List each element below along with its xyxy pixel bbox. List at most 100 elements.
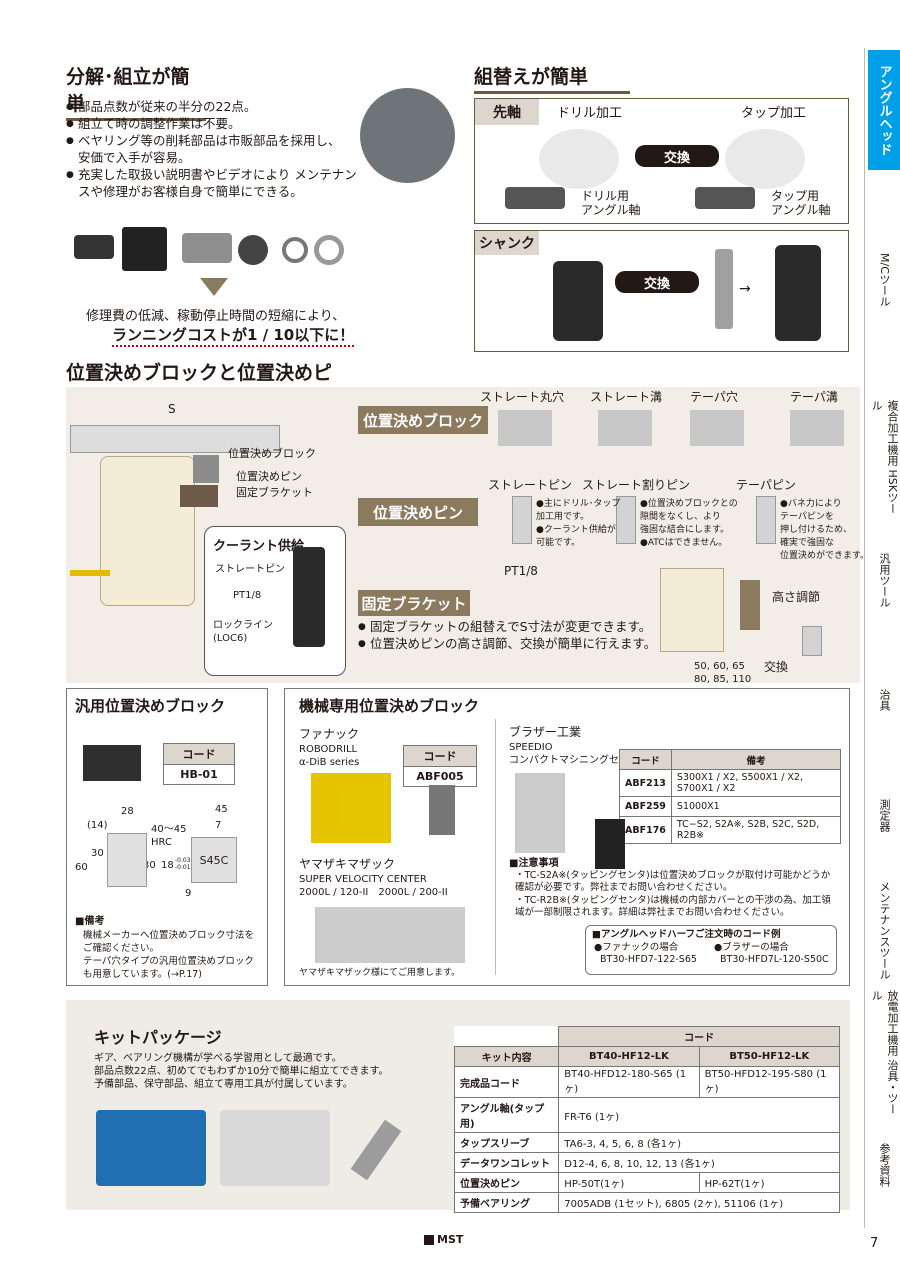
table-cell: BT40-HFD12-180-S65 (1ヶ) — [558, 1066, 700, 1098]
drill-axis-image — [505, 187, 565, 209]
mazak-label: ヤマザキマザック — [299, 857, 396, 871]
caution-item: ・TC-S2A※(タッピングセンタ)は位置決めブロックが取付け可能かどうか確認が… — [515, 870, 831, 893]
pin-type: テーパピン — [736, 478, 796, 492]
table-header: コード — [163, 743, 235, 765]
table-cell: TC−S2, S2A※, S2B, S2C, S2D, R2B※ — [670, 816, 842, 844]
coolant-head-image — [293, 547, 325, 647]
sidebar-item-angle-head[interactable]: アングルヘッド — [868, 50, 900, 170]
coolant-label: ロックライン — [213, 620, 273, 631]
table-cell: S1000X1 — [670, 796, 842, 817]
table-cell: 7005ADB (1セット), 6805 (2ヶ), 51106 (1ヶ) — [558, 1192, 840, 1213]
worker-photo — [360, 88, 455, 183]
table-header: コード — [619, 749, 672, 770]
straight-pin-image — [512, 496, 532, 544]
parts-illustration — [70, 225, 350, 275]
coolant-label: PT1/8 — [233, 590, 262, 601]
list-item: 位置決めピンの高さ調節、交換が簡単に行えます。 — [358, 635, 658, 653]
table-cell: ABF005 — [403, 766, 477, 787]
brother-model: SPEEDIO コンパクトマシニングセンタ — [509, 742, 639, 766]
block-type-image — [598, 410, 652, 446]
exchange-label: 交換 — [764, 660, 789, 674]
table-cell: ABF259 — [619, 796, 672, 817]
s-values: 50, 60, 65 80, 85, 110 — [694, 661, 752, 685]
coolant-label: (LOC6) — [213, 633, 248, 644]
pin-note: ●バネ力により テーパピンを 押し付けるため、 確実で強固な 位置決めができます… — [780, 499, 870, 561]
block-front-drawing — [107, 833, 147, 887]
order-example-box: ■アングルヘッドハーフご注文時のコード例 ●ファナックの場合 BT30-HFD7… — [585, 925, 837, 975]
order-fanuc: ●ファナックの場合 — [594, 942, 679, 953]
hb01-image — [83, 745, 141, 781]
table-header: 備考 — [670, 749, 842, 770]
list-item: 機械メーカーへ位置決めブロック寸法をご確認ください。 — [83, 930, 255, 954]
coolant-panel: クーラント供給 ストレートピン PT1/8 ロックライン (LOC6) — [204, 526, 346, 676]
bracket-pin-drawing — [740, 580, 760, 630]
sidebar-item-label: 参考資料 — [878, 1143, 891, 1187]
logo-text: MST — [437, 1233, 464, 1246]
machine-block-title: 機械専用位置決めブロック — [299, 697, 480, 715]
sidebar-item-edm[interactable]: 放電加工機用 治具・ツール — [868, 990, 900, 1120]
sidebar-item-label: 測定器 — [878, 798, 891, 832]
bracket-bullets: 固定ブラケットの組替えでS寸法が変更できます。 位置決めピンの高さ調節、交換が簡… — [358, 618, 658, 653]
table-cell: 予備ベアリング — [453, 1192, 560, 1213]
sidebar-item-general-tool[interactable]: 汎用ツール — [868, 545, 900, 615]
sidebar-item-hsk[interactable]: 複合加工機用 HSKツール — [868, 400, 900, 520]
kit-bullets: ギア、ベアリング機構が学べる学習用として最適です。 部品点数22点、初めてでもわ… — [94, 1052, 424, 1091]
table-cell: TA6-3, 4, 5, 6, 8 (各1ヶ) — [558, 1132, 840, 1153]
bracket-drawing — [180, 485, 218, 507]
block-type: ストレート丸穴 — [480, 390, 565, 404]
drill-axis-label: ドリル用 アングル軸 — [581, 189, 641, 217]
order-brother-code: BT30-HFD7L-120-S50C — [720, 954, 829, 965]
spindle-shape — [70, 425, 280, 453]
mazak-note: ヤマザキマザック様にてご用意します。 — [299, 968, 461, 978]
dim-label: 28 — [121, 806, 134, 817]
drill-bit-drawing — [70, 570, 110, 576]
list-item: 充実した取扱い説明書やビデオにより メンテナンスや修理がお客様自身で簡単にできる… — [66, 166, 366, 200]
table-cell: HB-01 — [163, 764, 235, 785]
sidebar-item-jig[interactable]: 治具 — [868, 680, 900, 720]
abf-image — [595, 819, 625, 869]
block-type: テーパ穴 — [690, 390, 738, 404]
bracket-box: 固定ブラケット — [358, 590, 470, 616]
sidebar-item-maintenance[interactable]: メンテナンスツール — [868, 880, 900, 980]
dim-label: 60 — [75, 862, 88, 873]
angle-head-drawing — [100, 456, 195, 606]
divider — [495, 719, 496, 975]
block-type-image — [790, 410, 844, 446]
table-cell: HP-62T(1ヶ) — [698, 1172, 841, 1193]
sidebar-item-reference[interactable]: 参考資料 — [868, 1130, 900, 1200]
cost-highlight: ランニングコストが1 / 10以下に！ — [112, 324, 355, 347]
sidebar-item-label: アングルヘッド — [876, 64, 892, 156]
tolerance: -0.03 -0.01 — [175, 857, 191, 871]
machine-block-panel: 機械専用位置決めブロック ファナック ROBODRILL α-DiB serie… — [284, 688, 850, 986]
pin-type: ストレート割りピン — [582, 478, 691, 492]
sidebar-item-measure[interactable]: 測定器 — [868, 790, 900, 840]
caution-item: ・TC-R2B※(タッピングセンタ)は機械の内部カバーとの干渉の為、加工領域が一… — [515, 895, 831, 918]
table-cell: 完成品コード — [453, 1066, 560, 1098]
table-header: BT50-HF12-LK — [698, 1046, 841, 1067]
kit-holder-image — [350, 1119, 402, 1181]
dim-label: 40～45 HRC — [151, 824, 187, 848]
sidebar-item-mc-tool[interactable]: M/Cツール — [868, 240, 900, 320]
logo-mark-icon — [424, 1234, 434, 1245]
table-cell: ABF213 — [619, 769, 672, 797]
order-title: ■アングルヘッドハーフご注文時のコード例 — [592, 929, 781, 940]
pin-box: 位置決めピン — [358, 498, 478, 526]
table-cell: タップスリーブ — [453, 1132, 560, 1153]
assembled-head-image — [775, 245, 821, 341]
sidebar-item-label: 複合加工機用 HSKツール — [870, 400, 899, 514]
brother-label: ブラザー工業 — [509, 725, 582, 739]
pin-note: ●主にドリル･タップ 加工用です。 ●クーラント供給が 可能です。 — [536, 499, 621, 548]
split-pin-image — [616, 496, 636, 544]
shank-image — [715, 249, 733, 329]
drill-label: ドリル加工 — [557, 106, 623, 121]
general-block-title: 汎用位置決めブロック — [75, 697, 226, 715]
dim-label: 45 — [215, 804, 228, 815]
